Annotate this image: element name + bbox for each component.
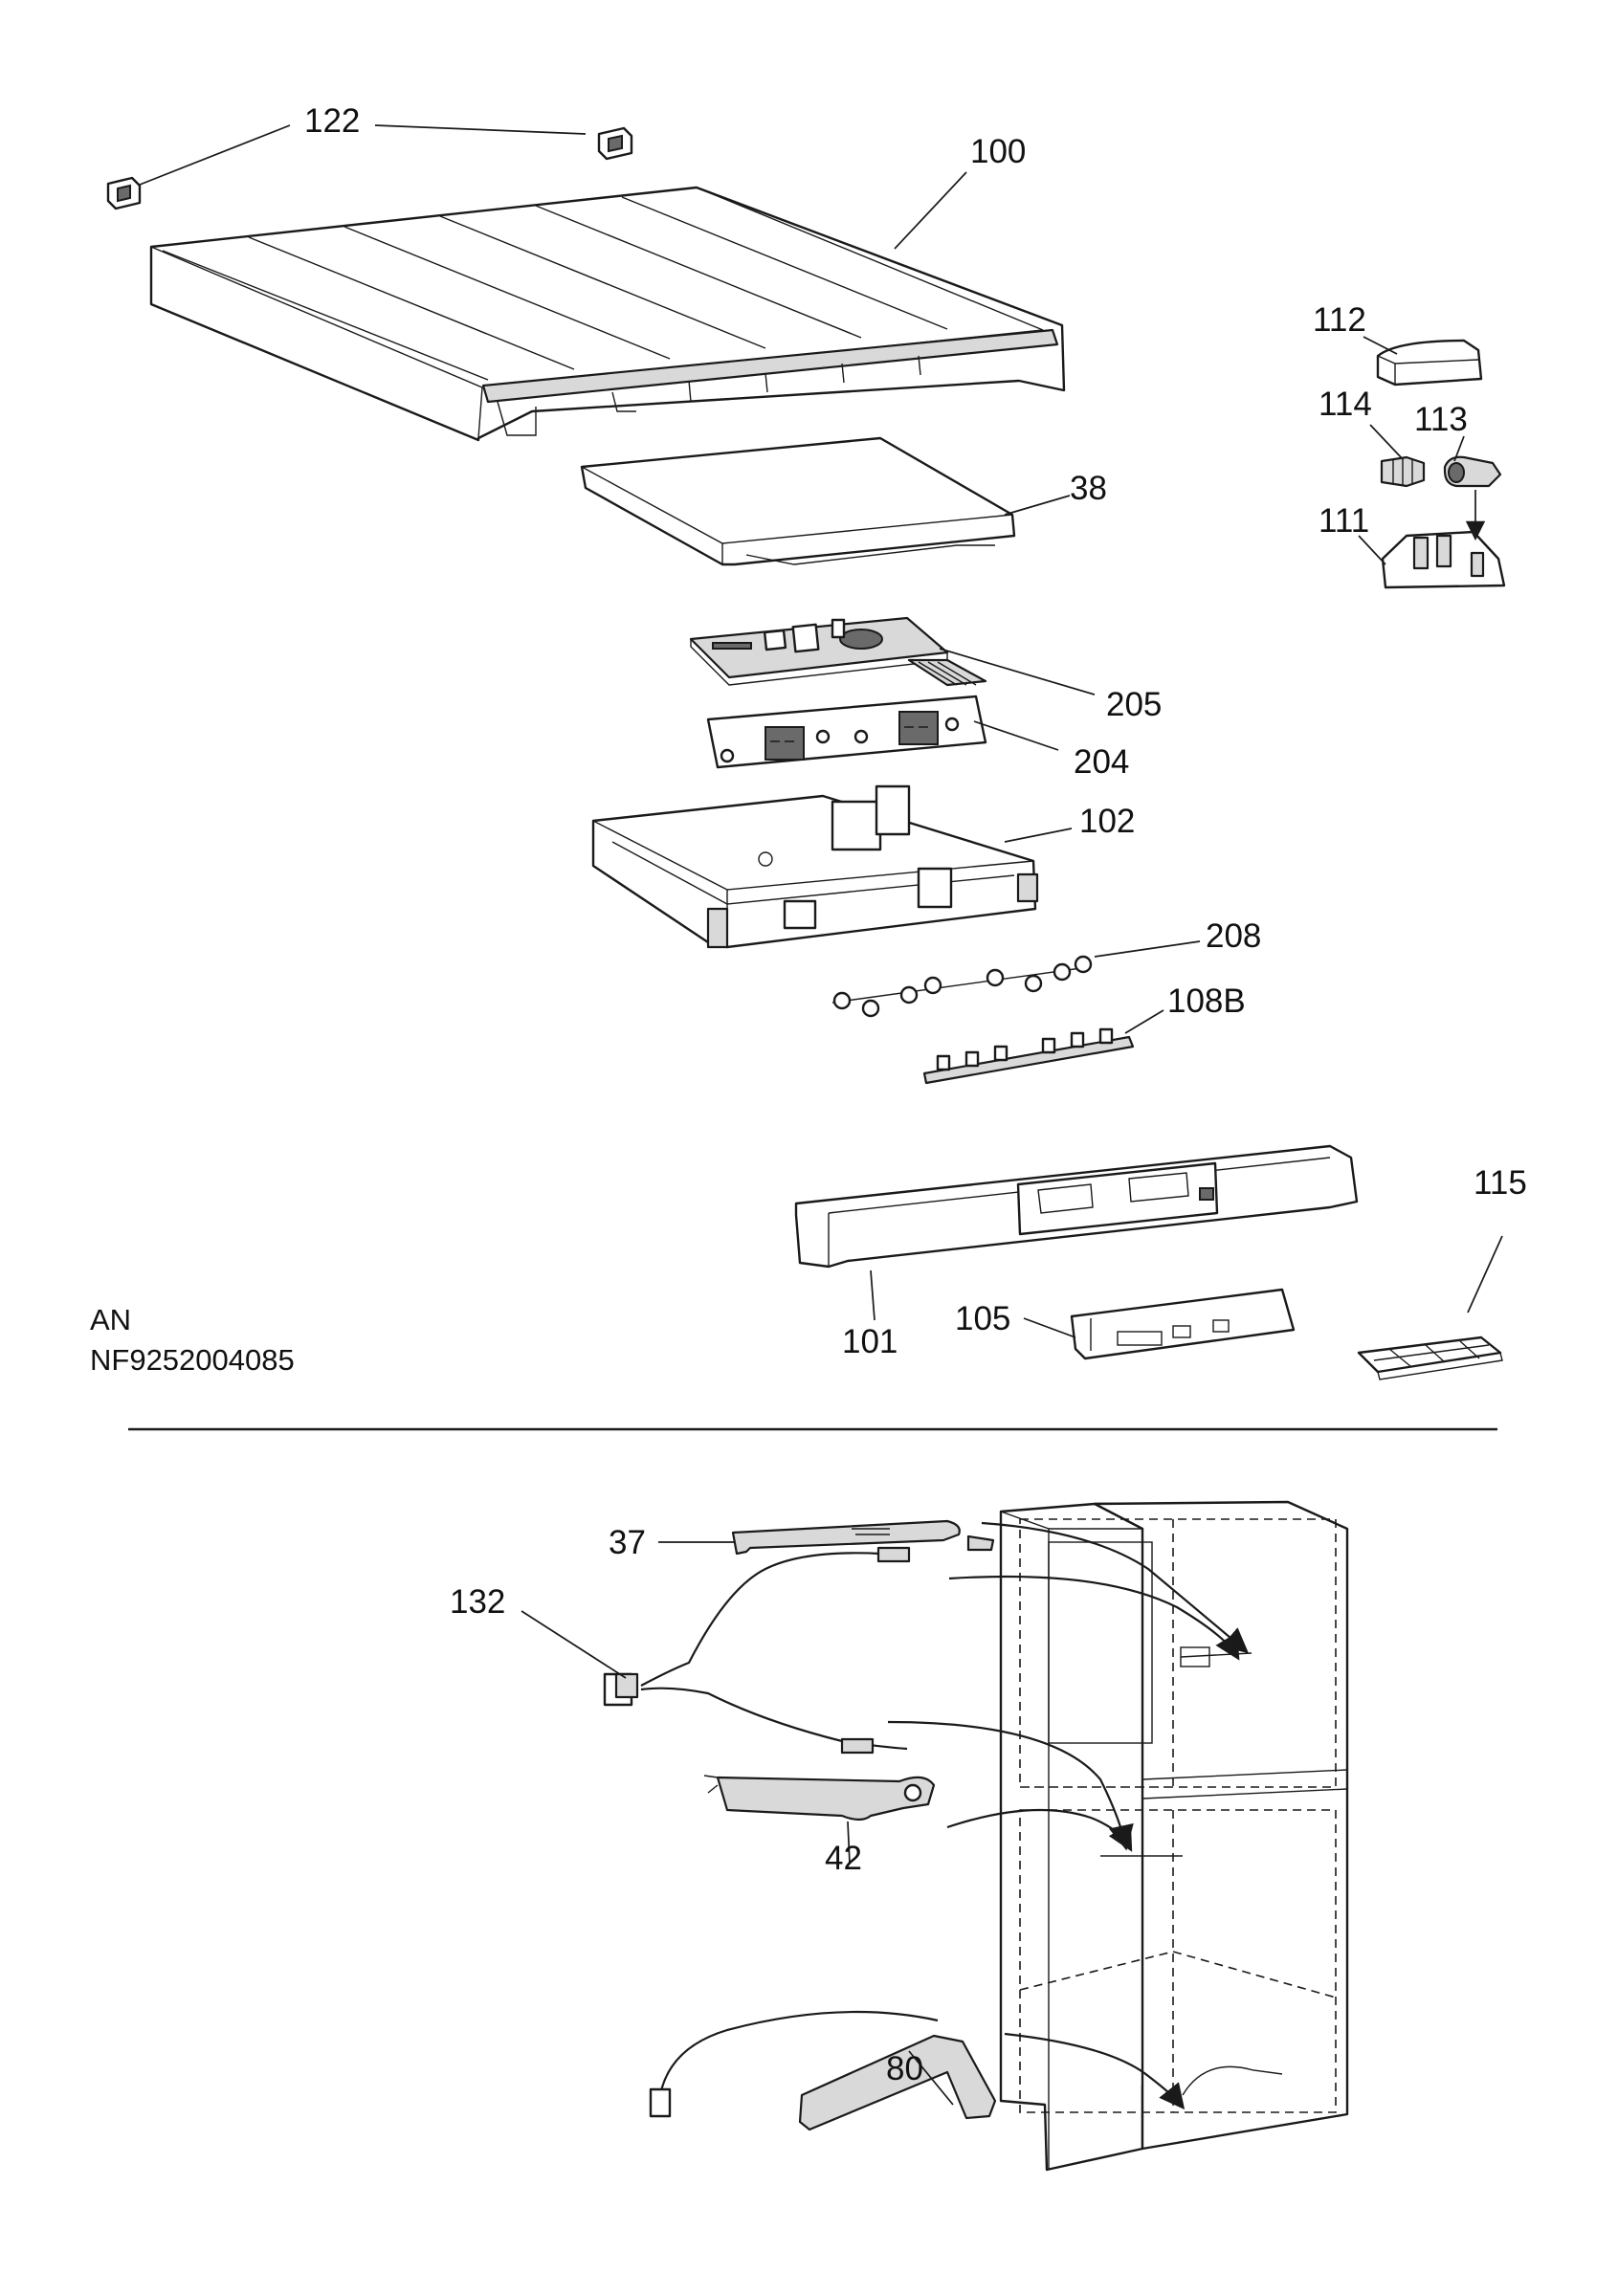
- callout-101: 101: [842, 1323, 898, 1360]
- part-122-clip-right: [597, 126, 633, 161]
- refrigerator-cabinet: [999, 1500, 1349, 2172]
- part-115-filter-cover: [1357, 1336, 1503, 1380]
- callout-38: 38: [1070, 470, 1107, 507]
- callout-115: 115: [1474, 1164, 1527, 1202]
- part-80-sensor-assembly: [649, 2010, 997, 2131]
- callout-108b: 108B: [1167, 982, 1246, 1020]
- part-114-bushing: [1380, 455, 1426, 488]
- part-113-hinge-pin: [1443, 455, 1502, 488]
- routing-arrows: [887, 1521, 1250, 2110]
- part-204-display-board: [706, 695, 987, 769]
- callout-111: 111: [1319, 502, 1370, 540]
- callout-42: 42: [825, 1840, 862, 1877]
- callout-80: 80: [886, 2050, 923, 2087]
- leader-lines-bottom: [521, 1541, 954, 2106]
- callout-204: 204: [1074, 743, 1130, 781]
- callout-102: 102: [1079, 803, 1136, 840]
- leader-lines-top: [139, 124, 1503, 1338]
- part-42-sensor-holder: [703, 1775, 936, 1821]
- callout-100: 100: [970, 133, 1027, 170]
- part-111-hinge-base: [1381, 530, 1506, 589]
- callout-205: 205: [1106, 686, 1163, 723]
- part-102-housing: [591, 784, 1039, 949]
- part-100-top-cover: [149, 186, 1066, 442]
- callout-37: 37: [609, 1524, 646, 1561]
- callout-122: 122: [304, 102, 361, 140]
- callout-208: 208: [1206, 917, 1262, 955]
- part-112-hinge-cover: [1376, 339, 1483, 386]
- part-105-display-window: [1070, 1288, 1296, 1360]
- part-101-front-panel: [794, 1144, 1359, 1269]
- callout-114: 114: [1319, 386, 1372, 423]
- part-37-sensor-bracket: [731, 1519, 995, 1556]
- callout-113: 113: [1414, 401, 1468, 438]
- note-part-number: NF9252004085: [90, 1343, 295, 1377]
- callout-112: 112: [1313, 301, 1366, 339]
- part-132-sensor-harness: [603, 1546, 911, 1755]
- part-38-board-cover: [580, 436, 1016, 566]
- part-122-clip-left: [106, 176, 142, 210]
- callout-132: 132: [450, 1583, 506, 1621]
- part-108b-keypad-strip: [922, 1027, 1135, 1085]
- part-205-control-board: [689, 616, 987, 687]
- note-an: AN: [90, 1303, 132, 1336]
- callout-105: 105: [955, 1300, 1011, 1337]
- part-208-light-strip: [831, 955, 1093, 1018]
